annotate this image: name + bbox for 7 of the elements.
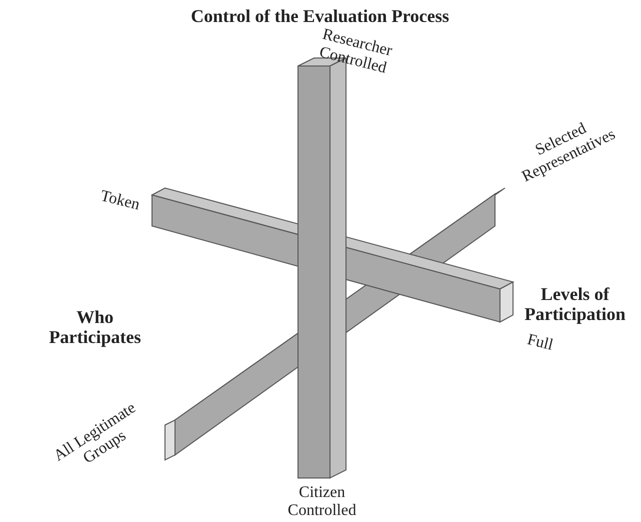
axis-end-label: Researcher Controlled — [316, 24, 395, 79]
axis-end-label: Full — [524, 330, 556, 356]
axis-title: Who Participates — [48, 307, 142, 347]
axis-end-label: Token — [98, 186, 142, 216]
axis-title: Control of the Evaluation Process — [190, 6, 450, 26]
axis-title: Levels of Participation — [524, 284, 626, 324]
axis-end-label: Citizen Controlled — [286, 484, 358, 520]
